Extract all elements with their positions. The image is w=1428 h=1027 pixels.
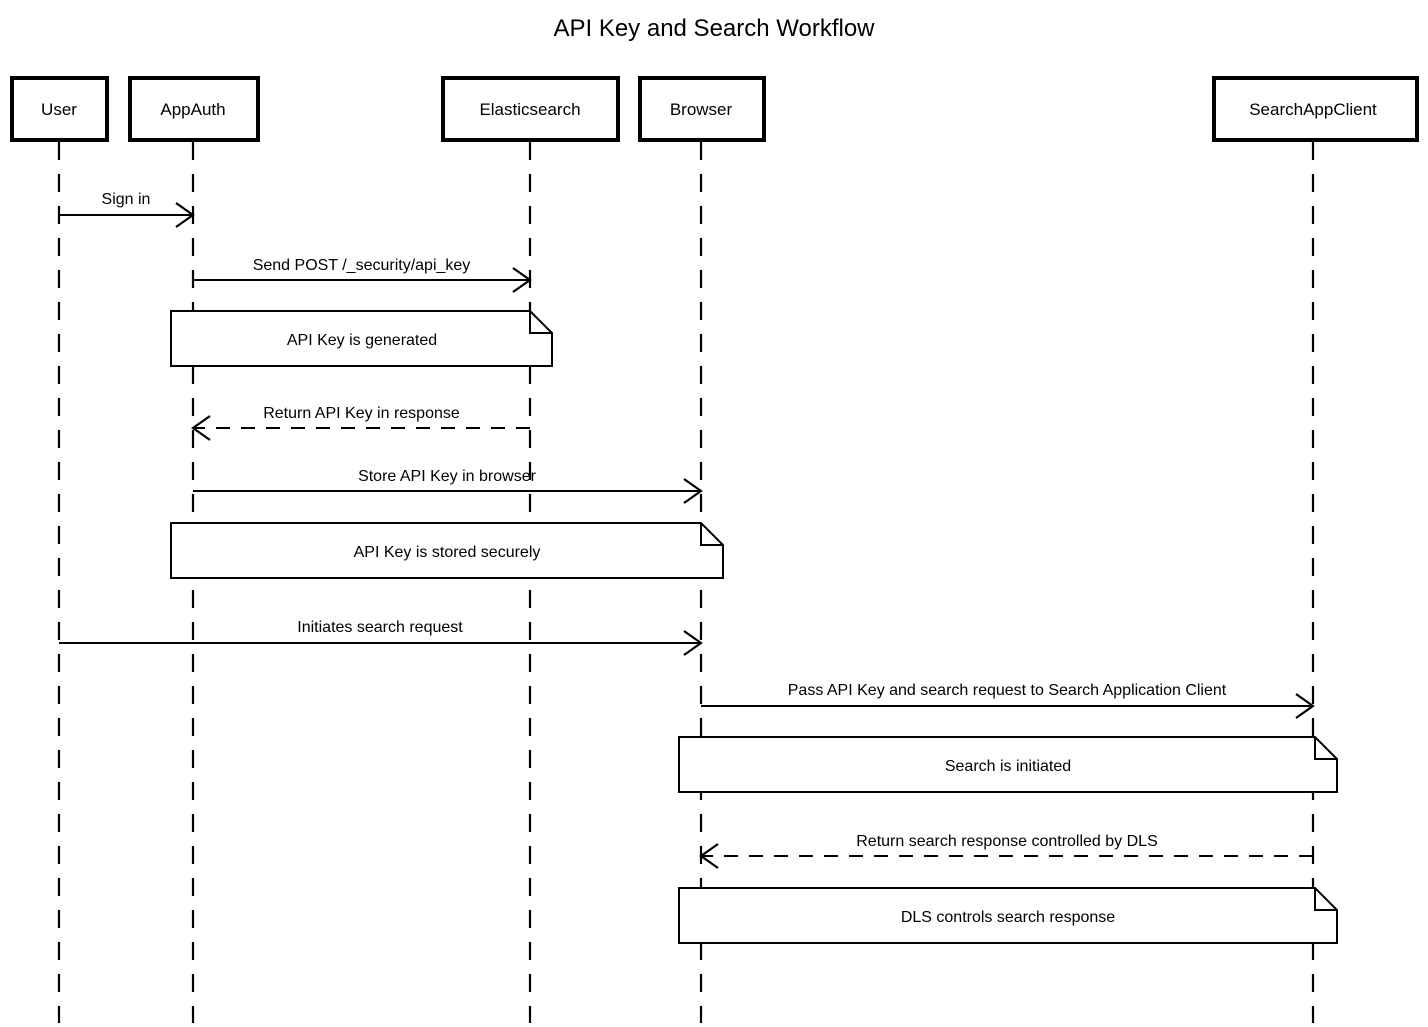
note-api-key-generated: API Key is generated	[170, 310, 553, 367]
message-label: Initiates search request	[297, 619, 463, 636]
arrow-head-icon	[699, 843, 719, 869]
note-fold-corner-icon	[700, 523, 723, 546]
note-label: API Key is generated	[287, 332, 437, 349]
participant-label-elastic: Elasticsearch	[479, 100, 580, 119]
message-label: Pass API Key and search request to Searc…	[788, 682, 1227, 699]
participant-browser[interactable]: Browser	[638, 76, 766, 142]
participant-searchclient[interactable]: SearchAppClient	[1212, 76, 1419, 142]
message-label: Store API Key in browser	[358, 468, 537, 485]
arrow-head-icon	[191, 415, 211, 441]
arrow-head-icon	[683, 478, 703, 504]
message-label: Sign in	[102, 191, 151, 208]
participant-appauth[interactable]: AppAuth	[128, 76, 260, 142]
message-label: Return search response controlled by DLS	[856, 833, 1158, 850]
note-dls-controls-search-response: DLS controls search response	[678, 887, 1338, 944]
arrow-head-icon	[175, 202, 195, 228]
message-initiates-search-request: Initiates search request	[59, 619, 703, 656]
arrow-head-icon	[512, 267, 532, 293]
participants-group: User AppAuth Elasticsearch Browser SearchApp…	[10, 76, 1419, 142]
participant-user[interactable]: User	[10, 76, 109, 142]
message-sign-in: Sign in	[59, 191, 195, 228]
messages-group: Sign in Send POST /_security/api_keyRetur…	[59, 191, 1315, 869]
note-api-key-stored-securely: API Key is stored securely	[170, 522, 724, 579]
message-store-api-key-in-browser: Store API Key in browser	[193, 468, 703, 504]
message-return-search-response-dls: Return search response controlled by DLS	[699, 833, 1313, 869]
message-label: Return API Key in response	[263, 405, 460, 422]
note-label: Search is initiated	[945, 758, 1071, 775]
message-label: Send POST /_security/api_key	[253, 257, 471, 274]
note-fold-corner-icon	[1314, 888, 1337, 911]
arrow-head-icon	[683, 630, 703, 656]
participant-label-searchclient: SearchAppClient	[1249, 100, 1377, 119]
participant-label-user: User	[41, 100, 77, 119]
arrow-head-icon	[1295, 693, 1315, 719]
participant-label-browser: Browser	[670, 100, 733, 119]
note-label: DLS controls search response	[901, 909, 1115, 926]
note-fold-corner-icon	[1314, 737, 1337, 760]
message-send-post-api-key: Send POST /_security/api_key	[193, 257, 532, 293]
page-title: API Key and Search Workflow	[553, 15, 875, 42]
participant-elastic[interactable]: Elasticsearch	[441, 76, 620, 142]
participant-label-appauth: AppAuth	[160, 100, 225, 119]
message-pass-api-key-and-search-request: Pass API Key and search request to Searc…	[701, 682, 1315, 719]
message-return-api-key: Return API Key in response	[191, 405, 530, 441]
note-search-is-initiated: Search is initiated	[678, 736, 1338, 793]
note-fold-corner-icon	[529, 311, 552, 334]
note-label: API Key is stored securely	[354, 544, 541, 561]
